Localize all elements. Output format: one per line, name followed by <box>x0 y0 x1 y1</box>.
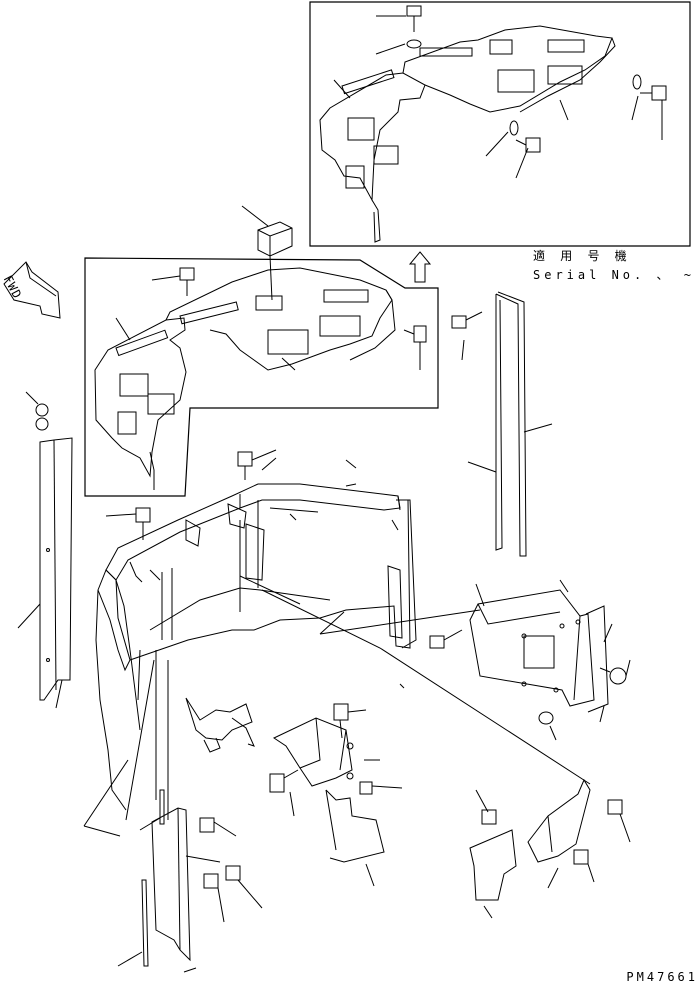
main-frame-assembly <box>96 484 416 820</box>
main-view-box <box>85 258 438 496</box>
center-left-bolt <box>270 770 298 816</box>
left-clip <box>26 392 48 430</box>
main-bolt-right <box>404 326 426 342</box>
lower-right-bracket-b <box>528 780 630 888</box>
lower-right-bracket-a <box>470 790 516 918</box>
left-side-panel <box>18 438 72 708</box>
detail-dashboard-cover <box>320 26 615 242</box>
lower-left-bracket <box>140 790 262 960</box>
detail-bolt-middle <box>510 121 540 152</box>
fwd-arrow-icon <box>4 262 60 318</box>
right-seal-bolt <box>452 312 482 360</box>
detail-view-box <box>310 2 690 246</box>
drawing-number: PM47661 <box>626 970 698 984</box>
up-arrow-icon <box>410 252 430 282</box>
right-seal-strip <box>468 292 552 556</box>
cushion-pad <box>242 206 292 300</box>
right-plate-bolts <box>430 630 630 740</box>
leader-lines <box>84 458 590 836</box>
top-center-bolt <box>238 450 276 480</box>
left-frame-bolt <box>106 508 150 540</box>
serial-heading: 適 用 号 機 <box>533 249 631 263</box>
lower-left-strip <box>118 880 196 972</box>
main-bolt-top <box>180 268 194 296</box>
detail-bolt-top <box>407 6 421 48</box>
detail-bolt-right <box>633 75 666 100</box>
main-dashboard-cover <box>95 268 395 490</box>
serial-number-label: Serial No. 、 ~ <box>533 268 695 282</box>
right-cover-plate <box>470 580 612 712</box>
front-bracket <box>186 698 254 752</box>
center-bracket <box>274 704 402 886</box>
